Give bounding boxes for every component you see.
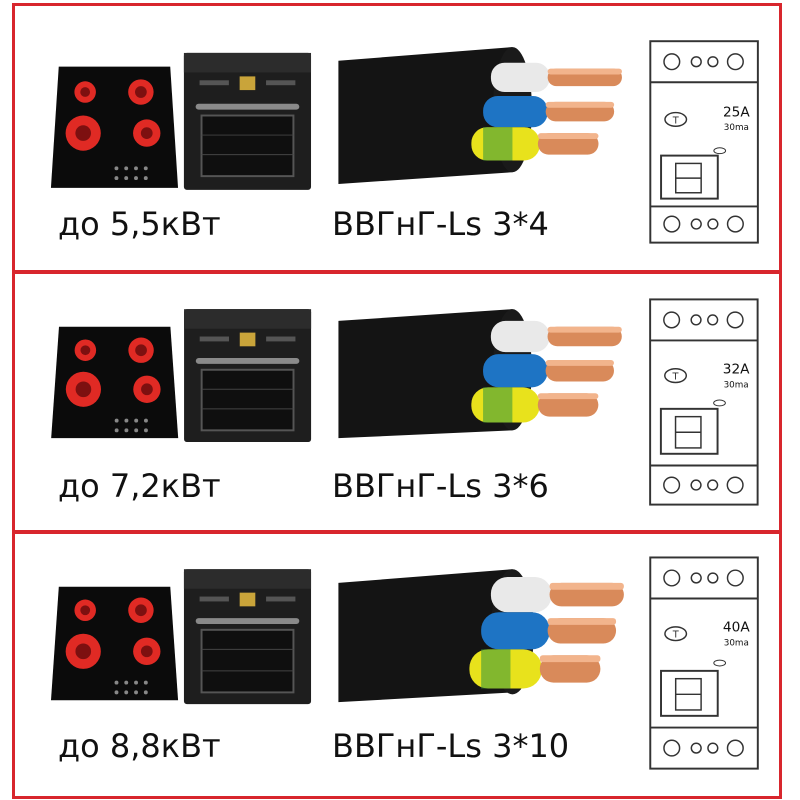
row-panel-3: T 40A 30ma [12,531,782,799]
power-label-3: до 8,8кВт [58,727,221,765]
row-illustration-3: T 40A 30ma [50,556,759,770]
cable-label-1: ВВГнГ-Ls 3*4 [332,205,549,243]
row-panel-1: T 25A 30ma [12,3,782,273]
oven-icon [183,569,312,705]
cooktop-icon [50,66,179,188]
row-illustration-2: T 32A 30ma [51,298,759,506]
cable-label-2: ВВГнГ-Ls 3*6 [332,467,549,505]
svg-text:T: T [672,115,679,126]
breaker-current: 30ma [724,638,749,648]
rcd-breaker-icon: T 25A 30ma [649,40,759,244]
breaker-current: 30ma [724,380,749,390]
oven-icon [183,52,312,190]
rcd-breaker-icon: T 40A 30ma [649,556,759,770]
oven-icon [184,309,312,443]
power-label-1: до 5,5кВт [58,205,221,243]
breaker-rating: 25A [723,104,750,120]
breaker-current: 30ma [724,123,749,133]
svg-text:T: T [672,372,679,383]
row-panel-2: T 32A 30ma [12,271,782,533]
power-label-2: до 7,2кВт [58,467,221,505]
svg-text:T: T [672,630,679,641]
cable-icon [338,569,624,703]
cable-label-3: ВВГнГ-Ls 3*10 [332,727,570,765]
breaker-rating: 40A [723,620,750,636]
cooktop-icon [51,326,179,439]
cooktop-icon [50,586,179,701]
cable-icon [338,47,622,184]
row-illustration-1: T 25A 30ma [50,40,759,244]
breaker-rating: 32A [723,362,750,378]
cable-icon [338,309,622,439]
rcd-breaker-icon: T 32A 30ma [649,298,759,506]
